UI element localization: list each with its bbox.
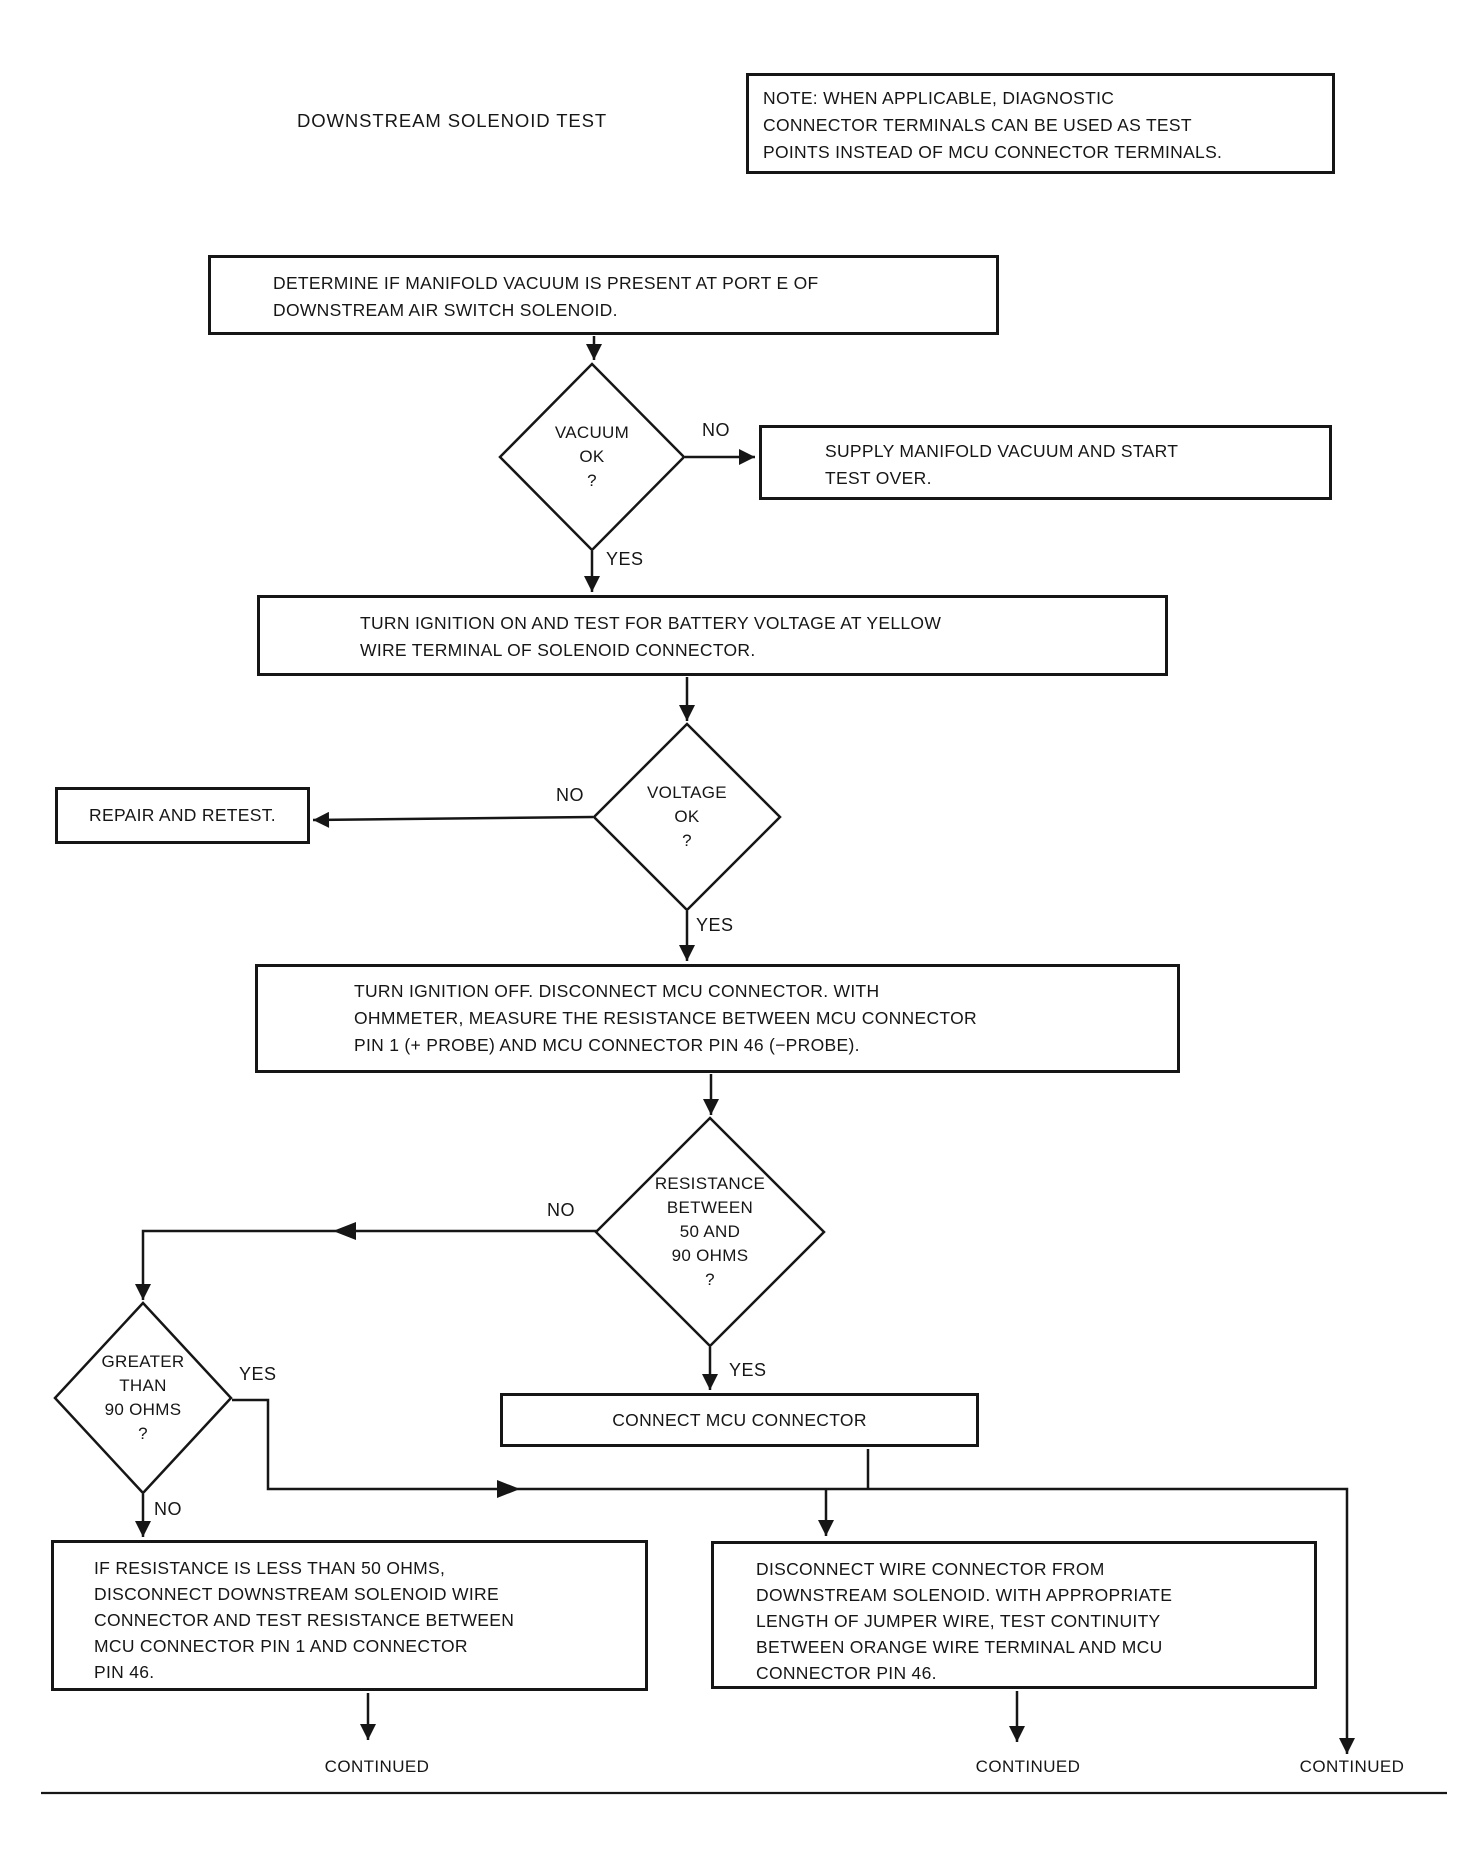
decision-voltage-ok-label: VOLTAGE OK ? bbox=[647, 783, 727, 850]
connector-resistance-no bbox=[134, 1229, 597, 1300]
decision-voltage-ok-shape bbox=[592, 722, 782, 912]
branch-label-vacuum-yes: YES bbox=[606, 549, 644, 569]
process-ignition-off: TURN IGNITION OFF. DISCONNECT MCU CONNEC… bbox=[255, 964, 1180, 1073]
branch-label-greater90-yes: YES bbox=[239, 1364, 277, 1384]
branch-label-voltage-no: NO bbox=[556, 785, 584, 805]
continued-marker-left: CONTINUED bbox=[324, 1757, 430, 1776]
continued-marker-middle: CONTINUED bbox=[975, 1757, 1081, 1776]
process-connect-mcu: CONNECT MCU CONNECTOR bbox=[500, 1393, 979, 1447]
decision-greater-90-shape bbox=[53, 1301, 233, 1495]
process-determine-vacuum: DETERMINE IF MANIFOLD VACUUM IS PRESENT … bbox=[208, 255, 999, 335]
decision-vacuum-ok-label: VACUUM OK ? bbox=[554, 423, 630, 490]
decision-resistance-label: RESISTANCE BETWEEN 50 AND 90 OHMS ? bbox=[654, 1174, 766, 1289]
branch-label-resistance-no: NO bbox=[547, 1200, 575, 1220]
process-supply-vacuum: SUPPLY MANIFOLD VACUUM AND START TEST OV… bbox=[759, 425, 1332, 500]
branch-label-resistance-yes: YES bbox=[729, 1360, 767, 1380]
page-title: DOWNSTREAM SOLENOID TEST bbox=[297, 110, 608, 131]
process-repair-retest: REPAIR AND RETEST. bbox=[55, 787, 310, 844]
branch-label-voltage-yes: YES bbox=[696, 915, 734, 935]
decision-greater-90-label: GREATER THAN 90 OHMS ? bbox=[101, 1352, 185, 1443]
note-box: NOTE: WHEN APPLICABLE, DIAGNOSTIC CONNEC… bbox=[746, 73, 1335, 174]
continued-marker-right: CONTINUED bbox=[1299, 1757, 1405, 1776]
connector-greater90-yes bbox=[232, 1398, 1356, 1754]
mid-arrow-right bbox=[497, 1480, 520, 1498]
mid-arrow-left bbox=[333, 1222, 356, 1240]
process-ignition-on: TURN IGNITION ON AND TEST FOR BATTERY VO… bbox=[257, 595, 1168, 676]
branch-label-vacuum-no: NO bbox=[702, 420, 730, 440]
decision-resistance-shape bbox=[594, 1116, 826, 1348]
process-disconnect-wire: DISCONNECT WIRE CONNECTOR FROM DOWNSTREA… bbox=[711, 1541, 1317, 1689]
decision-vacuum-ok-shape bbox=[498, 362, 686, 552]
branch-label-greater90-no: NO bbox=[154, 1499, 182, 1519]
process-less-than-50: IF RESISTANCE IS LESS THAN 50 OHMS, DISC… bbox=[51, 1540, 648, 1691]
connector-voltage-no bbox=[312, 811, 594, 828]
